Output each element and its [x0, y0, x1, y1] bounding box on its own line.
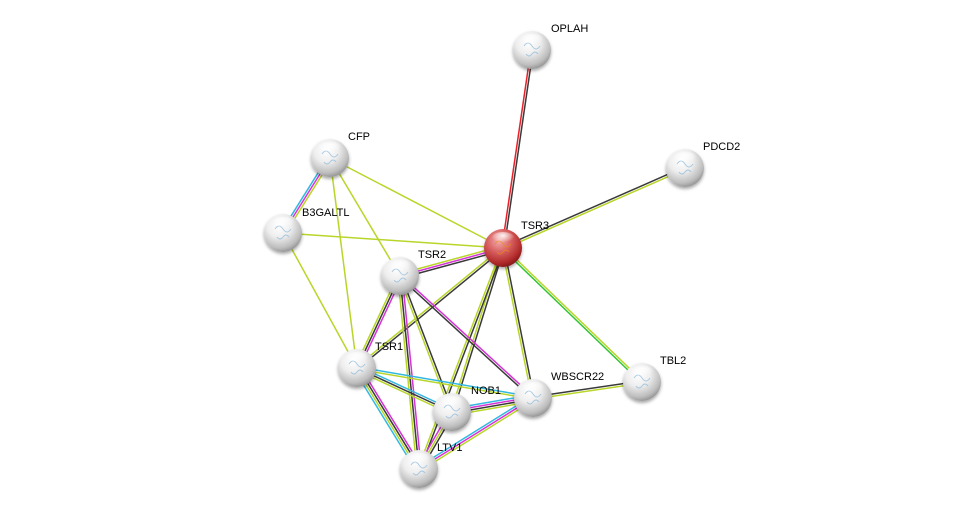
node-gloss: [440, 396, 464, 410]
edge-cfp-tsr2[interactable]: [329, 157, 401, 277]
edge-evidence-cyan: [353, 369, 417, 472]
edge-evidence-yellowgreen: [398, 276, 452, 413]
edge-evidence-yellowgreen: [503, 168, 686, 250]
edge-evidence-black: [400, 275, 454, 412]
edge-evidence-yellowgreen: [355, 368, 419, 470]
edge-evidence-yellowgreen: [356, 368, 533, 400]
edges-layer: [280, 49, 686, 472]
node-gloss: [345, 352, 369, 366]
edge-evidence-yellowgreen: [417, 247, 503, 469]
edge-tsr1-wbscr22[interactable]: [356, 366, 534, 400]
edge-evidence-magenta: [401, 275, 422, 469]
edge-tsr3-cfp[interactable]: [329, 157, 504, 249]
edge-evidence-black: [503, 50, 534, 249]
edge-b3galtl-tsr1[interactable]: [282, 232, 358, 369]
node-tsr3[interactable]: TSR3: [484, 220, 549, 267]
node-cfp[interactable]: CFP: [311, 131, 370, 177]
node-oplah[interactable]: OPLAH: [513, 23, 588, 69]
node-label: B3GALTL: [302, 207, 350, 219]
node-gloss: [673, 152, 697, 166]
edge-tsr3-wbscr22[interactable]: [501, 247, 535, 399]
edge-tsr2-ltv1[interactable]: [397, 275, 422, 470]
edge-evidence-black: [503, 247, 535, 398]
edge-tsr3-b3galtl[interactable]: [282, 232, 504, 249]
node-label: PDCD2: [703, 141, 740, 153]
edge-evidence-yellowgreen: [503, 246, 644, 382]
node-label: NOB1: [471, 385, 501, 397]
edge-evidence-yellowgreen: [419, 399, 535, 472]
node-b3galtl[interactable]: B3GALTL: [264, 207, 350, 252]
node-tsr1[interactable]: TSR1: [338, 341, 403, 387]
edge-evidence-yellowgreen: [282, 232, 358, 369]
node-label: WBSCR22: [551, 371, 604, 383]
edge-evidence-magenta: [418, 397, 534, 470]
edge-evidence-yellowgreen: [329, 157, 358, 369]
edge-tsr2-nob1[interactable]: [398, 275, 454, 413]
node-label: TSR1: [375, 341, 403, 353]
edge-evidence-black: [398, 276, 533, 400]
node-gloss: [388, 260, 412, 274]
edge-ltv1-wbscr22[interactable]: [417, 395, 535, 472]
node-wbscr22[interactable]: WBSCR22: [514, 371, 604, 417]
edge-evidence-red: [501, 49, 532, 248]
node-gloss: [521, 382, 545, 396]
node-gloss: [520, 34, 544, 48]
edge-tsr3-ltv1[interactable]: [417, 247, 505, 470]
edge-tsr3-pdcd2[interactable]: [502, 166, 686, 250]
node-pdcd2[interactable]: PDCD2: [666, 141, 740, 187]
edge-tsr3-oplah[interactable]: [501, 49, 534, 249]
edge-evidence-yellowgreen: [397, 276, 418, 470]
edge-evidence-black: [419, 248, 505, 470]
node-ltv1[interactable]: LTV1: [400, 442, 462, 488]
edge-evidence-green: [501, 248, 642, 384]
edge-evidence-yellowgreen: [355, 246, 503, 368]
edge-evidence-black: [399, 275, 420, 470]
edge-cfp-tsr1[interactable]: [329, 157, 358, 369]
node-label: TSR2: [418, 249, 446, 261]
edge-evidence-black: [357, 367, 421, 469]
edge-evidence-cyan: [357, 366, 534, 398]
edge-evidence-yellowgreen: [501, 248, 533, 399]
node-tbl2[interactable]: TBL2: [623, 355, 686, 401]
node-gloss: [407, 453, 431, 467]
edge-tsr3-tsr1[interactable]: [355, 246, 505, 370]
node-gloss: [491, 232, 515, 246]
edge-evidence-cyan: [417, 395, 533, 468]
edge-tsr3-tbl2[interactable]: [501, 246, 644, 384]
node-label: CFP: [348, 131, 370, 143]
node-gloss: [630, 366, 654, 380]
node-label: TBL2: [660, 355, 686, 367]
node-gloss: [271, 217, 295, 231]
edge-tsr1-ltv1[interactable]: [353, 365, 423, 472]
edge-evidence-yellowgreen: [329, 157, 401, 277]
node-tsr2[interactable]: TSR2: [381, 249, 446, 295]
edge-evidence-black: [357, 248, 505, 370]
edge-evidence-black: [502, 166, 685, 248]
node-label: LTV1: [437, 442, 462, 454]
node-label: OPLAH: [551, 23, 588, 35]
node-nob1[interactable]: NOB1: [433, 385, 501, 431]
edge-evidence-yellowgreen: [282, 232, 504, 249]
node-label: TSR3: [521, 220, 549, 232]
edge-evidence-magenta: [400, 274, 535, 398]
edge-evidence-magenta: [359, 365, 423, 468]
edge-tsr2-wbscr22[interactable]: [398, 274, 535, 400]
node-gloss: [318, 142, 342, 156]
edge-evidence-yellowgreen: [329, 157, 504, 249]
